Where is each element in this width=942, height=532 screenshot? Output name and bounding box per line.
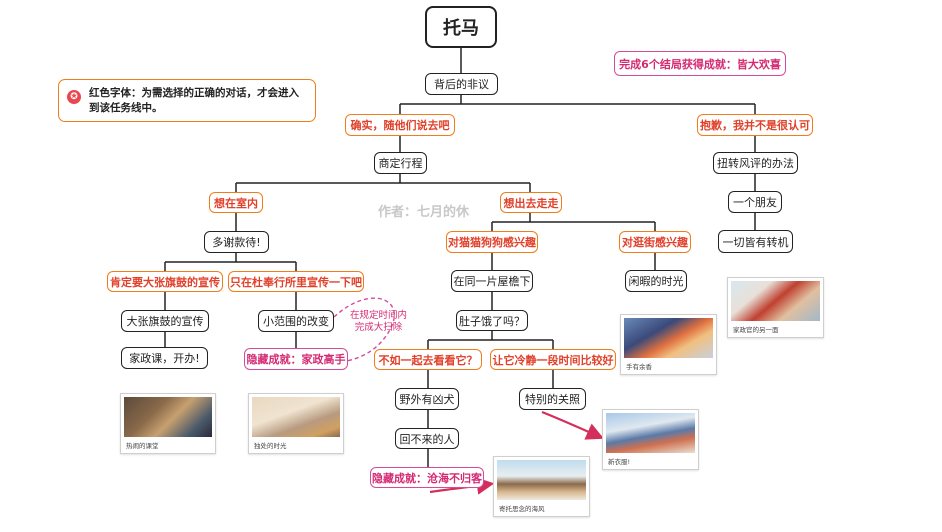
completion-achievement-badge: 完成6个结局获得成就：皆大欢喜 — [614, 51, 786, 76]
choice-shopping: 对逛街感兴趣 — [619, 231, 691, 253]
hidden-achievement-housekeeping: 隐藏成就：家政高手 — [244, 348, 348, 370]
author-credit: 作者：七月的休 — [378, 205, 470, 220]
node-hungry: 肚子饿了吗？ — [456, 310, 528, 331]
node-a-friend: 一个朋友 — [728, 191, 782, 213]
choice-big-promotion: 肯定要大张旗鼓的宣传 — [107, 271, 223, 292]
ending-caption: 寄托思念的海风 — [499, 505, 545, 513]
ending-caption: 家政官的另一面 — [733, 326, 779, 334]
ending-thumbnail-alone-time: 独处的时光 — [248, 393, 344, 454]
legend-note-text: 红色字体：为需选择的正确的对话，才会进入到该任务线中。 — [89, 87, 299, 114]
node-behind-gossip: 背后的非议 — [425, 73, 498, 95]
node-wild-dog: 野外有凶犬 — [395, 388, 459, 410]
node-leisure-time: 闲暇的时光 — [625, 270, 687, 292]
node-reverse-reputation: 扭转风评的办法 — [713, 152, 798, 174]
node-special-care: 特别的关照 — [519, 388, 586, 410]
ending-image — [497, 460, 586, 500]
node-no-return: 回不来的人 — [395, 428, 459, 449]
ending-image — [606, 413, 695, 453]
choice-go-see-it: 不如一起去看看它？ — [374, 349, 482, 370]
choice-cats-dogs: 对猫猫狗狗感兴趣 — [446, 231, 538, 253]
page-title: 托马 — [425, 6, 497, 48]
choice-let-them-talk: 确实，随他们说去吧 — [345, 114, 455, 136]
ending-thumbnail-sea-breeze: 寄托思念的海风 — [493, 456, 590, 517]
ending-caption: 热闹的课堂 — [126, 442, 159, 450]
hidden-achievement-sea: 隐藏成就：沧海不归客 — [370, 467, 484, 488]
choice-go-out: 想出去走走 — [500, 192, 562, 213]
ending-image — [124, 397, 212, 437]
choice-let-it-calm: 让它冷静一段时间比较好 — [490, 349, 616, 370]
ending-image — [624, 318, 713, 358]
star-icon: ✪ — [67, 90, 81, 104]
node-thanks-for-hosting: 多谢款待! — [204, 231, 269, 253]
ending-image — [731, 281, 820, 321]
node-turning-point: 一切皆有转机 — [718, 230, 793, 253]
node-plan-trip: 商定行程 — [374, 152, 427, 174]
node-same-roof: 在同一片屋檐下 — [451, 270, 533, 292]
ending-caption: 新衣服! — [608, 458, 631, 466]
ending-thumbnail-fragrance: 手有余香 — [620, 314, 717, 375]
timed-cleanup-hint: 在规定时间内 完成大扫除 — [350, 310, 407, 334]
ending-thumbnail-new-clothes: 新衣服! — [602, 409, 699, 470]
node-big-promotion: 大张旗鼓的宣传 — [121, 310, 209, 332]
hint-line-2: 完成大扫除 — [354, 322, 403, 333]
ending-caption: 独处的时光 — [254, 442, 287, 450]
ending-thumbnail-lively-class: 热闹的课堂 — [120, 393, 216, 454]
choice-stay-indoors: 想在室内 — [209, 192, 263, 213]
ending-caption: 手有余香 — [626, 363, 652, 371]
choice-small-promotion: 只在杜奉行所里宣传一下吧 — [228, 271, 364, 292]
ending-image — [252, 397, 340, 437]
hint-line-1: 在规定时间内 — [350, 310, 408, 321]
node-housekeeping-class: 家政课，开办! — [121, 347, 208, 369]
ending-thumbnail-other-side: 家政官的另一面 — [727, 277, 824, 338]
choice-disagree: 抱歉，我并不是很认可 — [697, 114, 813, 136]
legend-note: ✪ 红色字体：为需选择的正确的对话，才会进入到该任务线中。 — [58, 79, 316, 122]
node-small-change: 小范围的改变 — [258, 310, 334, 332]
